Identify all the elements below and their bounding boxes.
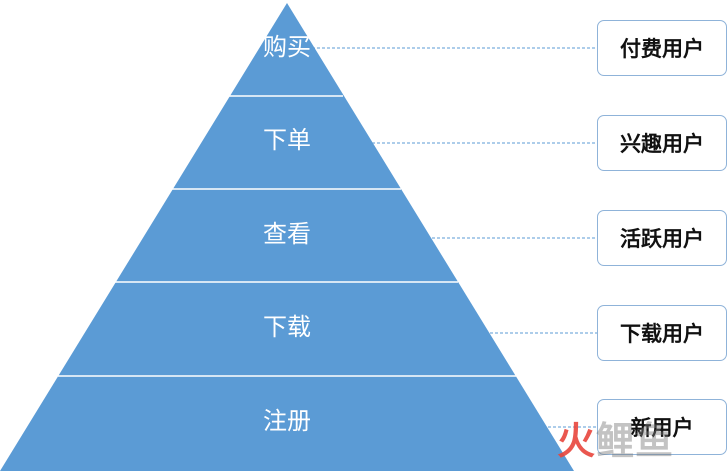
level-label-view: 查看 [263,220,311,248]
pyramid-shape [0,3,574,471]
user-type-box-active: 活跃用户 [597,210,727,266]
watermark-part-2: 鲤鱼 [596,419,675,463]
level-label-register: 注册 [263,407,311,435]
user-type-box-new: 新用户 [597,399,727,455]
watermark-part-1: 火 [557,419,597,463]
user-type-box-interested: 兴趣用户 [597,115,727,171]
user-type-box-download: 下载用户 [597,305,727,361]
watermark-logo: 火鲤鱼 [557,418,674,464]
level-label-purchase: 购买 [263,33,311,61]
user-type-box-paying: 付费用户 [597,20,727,76]
level-label-order: 下单 [263,126,311,154]
level-label-download: 下载 [263,313,311,341]
